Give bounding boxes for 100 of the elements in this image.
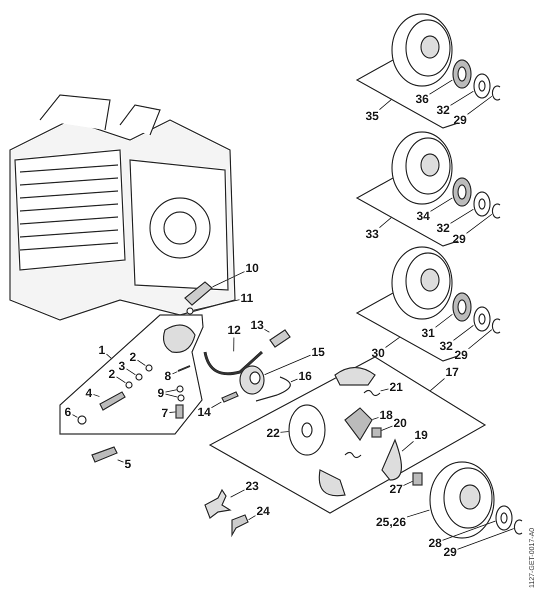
leader-line: [212, 271, 245, 288]
leader-line: [165, 389, 177, 393]
cap: [77, 415, 87, 425]
callout-number: 36: [416, 92, 429, 106]
leader-line: [381, 426, 393, 431]
leader-line: [379, 216, 392, 228]
sprocket-ring: [452, 292, 472, 322]
leader-line: [435, 314, 453, 328]
callout-number: 14: [198, 406, 211, 418]
clutch-disc: [288, 404, 326, 456]
pin: [178, 365, 190, 372]
leader-line: [233, 337, 234, 352]
adjusting-screw-drawing: [99, 391, 126, 411]
leader-line: [264, 354, 311, 376]
clutch-shoe: [381, 439, 402, 481]
callout-number: 9: [158, 386, 164, 400]
leader-line: [280, 431, 289, 433]
leader-line: [466, 214, 492, 234]
thrust-plate: [371, 427, 382, 438]
o-ring: [145, 364, 153, 372]
leader-line: [172, 371, 178, 374]
pump-shaft-drawing: [269, 329, 291, 348]
leader-line: [385, 336, 400, 348]
callout-number: 24: [256, 504, 270, 518]
leader-line: [457, 528, 514, 550]
callout-number: 31: [422, 326, 435, 340]
leader-line: [453, 324, 474, 341]
callout-number: 7: [162, 406, 168, 420]
leader-line: [406, 510, 430, 518]
clutch-drum: [391, 13, 453, 87]
callout-number: 23: [246, 480, 259, 492]
callout-number: 34: [416, 210, 430, 222]
leader-line: [72, 414, 78, 418]
clutch-drum: [391, 246, 453, 320]
o-ring: [176, 385, 184, 393]
leader-line: [106, 354, 112, 360]
callout-number: 30: [372, 346, 385, 360]
leader-line: [93, 394, 100, 397]
leader-line: [450, 90, 474, 106]
callout-number: 12: [228, 324, 241, 336]
callout-number: 13: [250, 318, 264, 332]
callout-number: 29: [454, 348, 468, 362]
retaining-clip: [492, 318, 500, 334]
callout-number: 15: [312, 346, 325, 358]
callout-number: 10: [246, 262, 259, 274]
callout-number: 3: [118, 360, 126, 372]
washer: [495, 505, 513, 531]
clutch-shoe: [318, 469, 346, 496]
callout-number: 32: [440, 340, 453, 352]
leader-line: [137, 360, 146, 366]
sprocket-ring: [452, 59, 472, 89]
leader-line: [467, 96, 492, 115]
sprocket-ring: [452, 177, 472, 207]
callout-number: 33: [366, 228, 379, 240]
oil-hose: [204, 350, 263, 376]
callout-number: 1: [98, 344, 106, 356]
callout-number: 5: [124, 458, 132, 470]
clutch-drum: [429, 461, 495, 539]
clutch-hub-drawing: [344, 407, 373, 442]
callout-number: 19: [414, 428, 428, 442]
threaded-plug: [239, 365, 265, 395]
callout-number: 22: [266, 426, 280, 440]
callout-number: 29: [454, 114, 467, 126]
adjusting-screw-drawing: [91, 446, 118, 463]
callout-number: 32: [436, 104, 450, 116]
screw: [175, 404, 184, 419]
callout-number: 28: [428, 536, 442, 550]
leader-line: [230, 489, 245, 498]
leader-line: [264, 328, 270, 333]
leader-line: [116, 376, 126, 384]
callout-number: 11: [240, 292, 254, 304]
callout-number: 8: [164, 370, 172, 382]
valve-drawing: [184, 281, 213, 306]
leader-line: [442, 520, 496, 541]
clutch-drum: [391, 131, 453, 205]
callout-number: 20: [394, 416, 407, 430]
callout-number: 27: [390, 482, 403, 496]
leader-line: [169, 411, 176, 413]
callout-number: 4: [86, 386, 92, 400]
o-ring: [177, 394, 185, 402]
retaining-clip: [492, 85, 500, 101]
screw: [221, 391, 239, 403]
retaining-clip: [514, 519, 522, 535]
leader-line: [117, 459, 124, 463]
leader-line: [248, 515, 256, 520]
wire-loop: [256, 376, 291, 402]
callout-number: 18: [380, 408, 393, 422]
callout-number: 2: [108, 368, 116, 380]
leader-line: [430, 197, 453, 212]
washer: [473, 306, 491, 332]
callout-number: 16: [298, 370, 312, 382]
callout-number: 6: [64, 406, 72, 418]
leader-line: [429, 80, 453, 95]
retaining-clip: [492, 203, 500, 219]
o-ring: [186, 307, 194, 315]
leader-line: [165, 394, 178, 398]
callout-number: 25,26: [376, 516, 406, 528]
leader-line: [211, 402, 222, 408]
clutch-hub-drawing: [204, 488, 232, 519]
tool-drawing: [231, 514, 249, 538]
